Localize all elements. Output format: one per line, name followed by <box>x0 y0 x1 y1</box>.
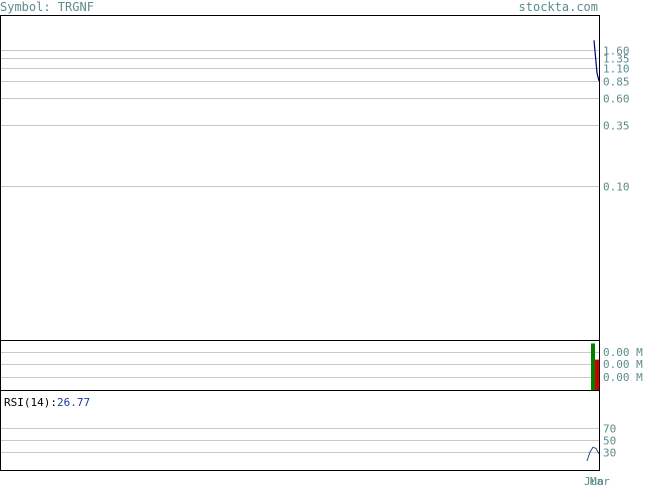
volume-bar <box>595 359 599 390</box>
price-line <box>593 40 600 82</box>
site-label: stockta.com <box>519 0 598 14</box>
price-tick-label: 1.35 <box>603 53 630 66</box>
volume-panel <box>0 340 600 391</box>
rsi-panel <box>0 390 600 471</box>
rsi-label: RSI(14):26.77 <box>4 396 90 409</box>
price-panel <box>0 15 600 341</box>
rsi-tick-label: 70 <box>603 423 616 436</box>
volume-bar <box>591 343 595 390</box>
rsi-tick-label: 30 <box>603 447 616 460</box>
price-tick-label: 0.10 <box>603 181 630 194</box>
volume-tick-label: 0.00 M <box>603 371 643 384</box>
price-tick-label: 0.60 <box>603 93 630 106</box>
volume-tick-label: 0.00 M <box>603 358 643 371</box>
price-tick-label: 0.35 <box>603 120 630 133</box>
price-tick-label: 0.85 <box>603 76 630 89</box>
x-tick-label: Jun <box>584 475 604 486</box>
volume-tick-label: 0.00 M <box>603 346 643 359</box>
rsi-value: 26.77 <box>57 396 90 409</box>
rsi-name: RSI(14): <box>4 396 57 409</box>
symbol-label: Symbol: TRGNF <box>0 0 94 14</box>
x-tick-label: Mar <box>590 475 610 486</box>
rsi-tick-label: 50 <box>603 435 616 448</box>
rsi-line <box>586 446 600 462</box>
price-tick-label: 1.60 <box>603 45 630 58</box>
price-tick-label: 1.10 <box>603 63 630 76</box>
